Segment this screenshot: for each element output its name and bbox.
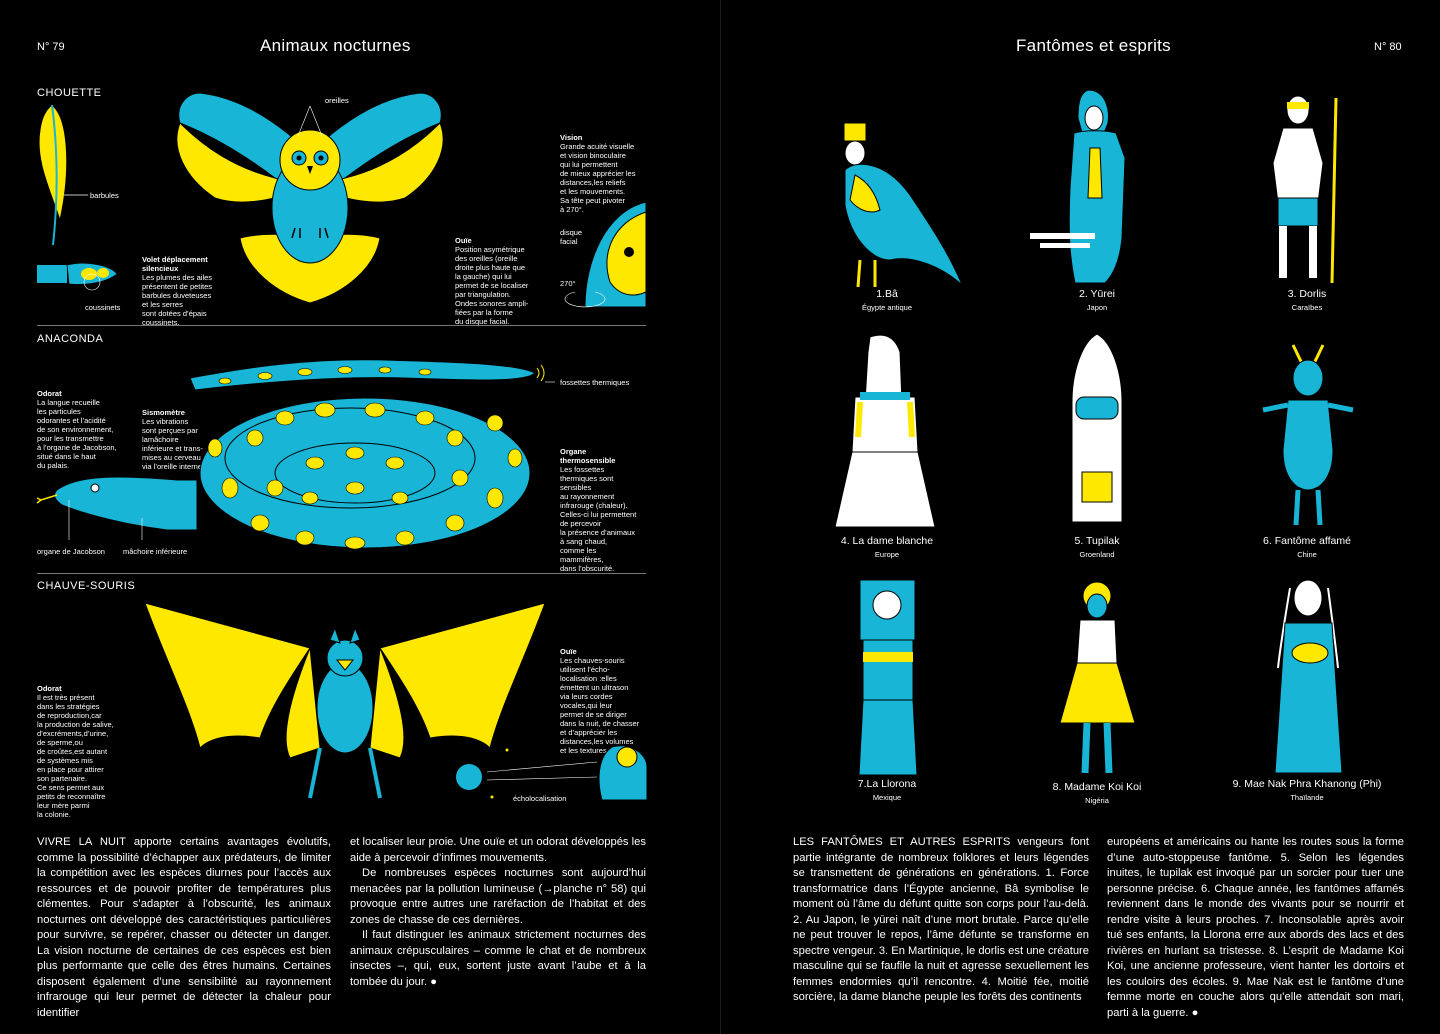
ghost-5-origin: Groenland — [1079, 550, 1115, 559]
ghost-2-origin: Japon — [1086, 303, 1108, 312]
label-machoire-inferieure: mâchoire inférieure — [123, 547, 188, 556]
ghost-6-name: 6. Fantôme affamé — [1263, 535, 1351, 547]
note-anaconda-odorat-text: La langue recueille les particules odora… — [37, 398, 117, 470]
page-gutter — [720, 0, 721, 1034]
right-text-col1: LES FANTÔMES ET AUTRES ESPRITS vengeurs … — [793, 836, 1090, 1003]
label-oreilles: oreilles — [325, 96, 349, 105]
plate-number-left: N° 79 — [37, 41, 65, 53]
label-barbules: barbules — [90, 191, 119, 200]
anaconda-illustration — [189, 359, 555, 550]
bat-illustration — [144, 602, 546, 799]
note-vision-title: Vision — [560, 133, 583, 142]
note-sismo-text: Les vibrations sont perçues par lamâchoi… — [142, 417, 205, 471]
ghost-llorona-figure — [858, 579, 918, 776]
left-text-col2-p3: Il faut distinguer les animaux stricteme… — [350, 929, 646, 988]
ghost-mae-nak-figure — [1274, 579, 1343, 774]
ghost-7-name: 7.La Llorona — [857, 778, 917, 790]
note-vision-text: Grande acuité visuelle et vision binocul… — [560, 142, 636, 214]
ghost-4-origin: Europe — [874, 550, 900, 559]
ghost-8-name: 8. Madame Koi Koi — [1052, 781, 1142, 793]
ghost-3-name: 3. Dorlis — [1287, 288, 1327, 300]
ghost-yurei-figure — [1030, 89, 1126, 284]
feather-illustration — [38, 104, 88, 246]
page-title-right: Fantômes et esprits — [1016, 36, 1171, 55]
note-bat-odorat-title: Odorat — [37, 684, 62, 693]
note-vol-title: Volet déplacement silencieux — [142, 255, 208, 273]
note-organe-text: Les fossettes thermiques sont sensibles … — [560, 465, 637, 573]
echolocation-illustration — [456, 745, 648, 801]
ghost-9-name: 9. Mae Nak Phra Khanong (Phi) — [1232, 778, 1382, 790]
right-text-col2: européens et américains ou hante les rou… — [1107, 836, 1404, 1019]
owl-head-profile-illustration — [564, 201, 647, 308]
note-owl-ouie-text: Position asymétrique des oreilles (oreil… — [455, 245, 529, 326]
note-sismo-title: Sismomètre — [142, 408, 185, 417]
ghost-1-origin: Égypte antique — [861, 303, 913, 312]
ghost-dorlis-figure — [1272, 95, 1338, 284]
label-coussinets: coussinets — [85, 303, 121, 312]
ghost-dame-blanche-figure — [834, 334, 936, 528]
left-text-col1: VIVRE LA NUIT apporte certains avantages… — [37, 836, 331, 1019]
left-text-col2-p2: De nombreuses espèces nocturnes sont auj… — [350, 867, 646, 926]
left-text-col2-p1: et localiser leur proie. Une ouïe et un … — [350, 836, 646, 864]
note-anaconda-odorat-title: Odorat — [37, 389, 62, 398]
plate-number-right: N° 80 — [1374, 41, 1402, 53]
divider-anaconda-bat — [37, 573, 646, 574]
divider-owl-anaconda — [37, 325, 646, 326]
ghost-5-name: 5. Tupilak — [1074, 535, 1120, 547]
ghost-4-name: 4. La dame blanche — [840, 535, 934, 547]
label-echolocalisation: écholocalisation — [513, 794, 567, 803]
label-disque-facial: disque facial — [560, 228, 583, 246]
ghost-tupilak-figure — [1071, 333, 1123, 523]
owl-illustration — [176, 92, 444, 304]
label-organe-jacobson: organe de Jacobson — [37, 547, 105, 556]
right-text-column-1: LES FANTÔMES ET AUTRES ESPRITS vengeurs … — [793, 835, 1089, 1006]
owl-foot-illustration — [37, 262, 118, 291]
label-fossettes-thermiques: fossettes thermiques — [560, 378, 630, 387]
section-bat-title: CHAUVE-SOURIS — [37, 580, 136, 592]
note-organe-title: Organe thermosensible — [560, 447, 616, 465]
note-bat-odorat-text: Il est très présent dans les stratégies … — [37, 693, 114, 819]
ghost-fantome-affame-figure — [1262, 344, 1354, 526]
right-text-column-2: européens et américains ou hante les rou… — [1107, 835, 1404, 1021]
section-anaconda-title: ANACONDA — [37, 333, 104, 345]
ghost-madame-koi-koi-figure — [1059, 581, 1136, 774]
ghost-8-origin: Nigéria — [1085, 796, 1109, 805]
ghost-6-origin: Chine — [1297, 550, 1317, 559]
ghost-3-origin: Caraïbes — [1291, 303, 1323, 312]
ghost-7-origin: Mexique — [872, 793, 902, 802]
ghost-ba-figure — [843, 122, 963, 288]
left-text-column-2: et localiser leur proie. Une ouïe et un … — [350, 835, 646, 990]
note-bat-ouie-text: Les chauves-souris utilisent l’écho- loc… — [560, 656, 640, 755]
left-text-column-1: VIVRE LA NUIT apporte certains avantages… — [37, 835, 331, 1021]
page-title-left: Animaux nocturnes — [260, 36, 411, 55]
ghost-9-origin: Thaïlande — [1290, 793, 1324, 802]
note-owl-ouie-title: Ouïe — [455, 236, 472, 245]
section-owl-title: CHOUETTE — [37, 87, 102, 99]
note-bat-ouie-title: Ouïe — [560, 647, 577, 656]
label-270: 270° — [560, 279, 576, 288]
ghost-1-name: 1.Bâ — [876, 288, 898, 300]
ghost-2-name: 2. Yūrei — [1079, 288, 1115, 300]
note-vol-text: Les plumes des ailes présentent de petit… — [142, 273, 213, 327]
anaconda-head-illustration — [36, 476, 198, 540]
